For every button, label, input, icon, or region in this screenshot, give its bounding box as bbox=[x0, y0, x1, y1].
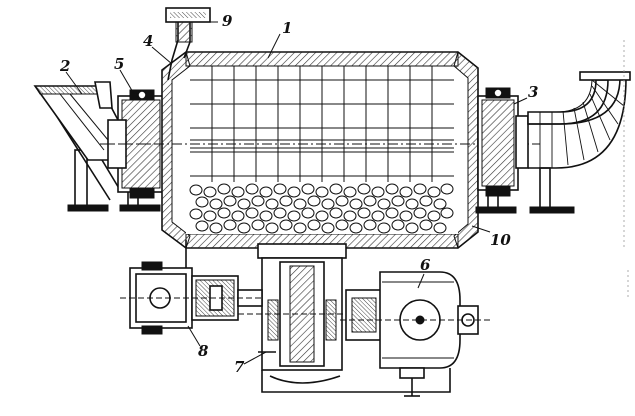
callout-1: 1 bbox=[282, 19, 292, 37]
discharge-elbow bbox=[527, 71, 631, 169]
callout-10: 10 bbox=[490, 231, 511, 249]
callout-3: 3 bbox=[528, 83, 538, 101]
mill-drum bbox=[100, 51, 540, 249]
page-margin-bleed bbox=[623, 40, 629, 300]
callout-5: 5 bbox=[114, 55, 124, 73]
feed-pipe bbox=[165, 7, 211, 81]
right-support-frame bbox=[475, 167, 575, 214]
callout-9: 9 bbox=[222, 12, 233, 30]
pinion-shaft-coupling bbox=[120, 240, 263, 335]
callout-2: 2 bbox=[59, 57, 70, 75]
liner-plates-grid bbox=[190, 66, 454, 182]
callout-8: 8 bbox=[198, 342, 209, 360]
right-trunnion-bearing bbox=[477, 87, 529, 197]
feed-hopper bbox=[33, 81, 119, 161]
callout-6: 6 bbox=[420, 256, 431, 274]
grinding-balls bbox=[186, 182, 458, 234]
drive-base-frame bbox=[258, 351, 451, 393]
callout-leaders bbox=[65, 21, 528, 365]
electric-motor bbox=[340, 271, 490, 397]
callout-7: 7 bbox=[234, 358, 245, 376]
callout-4: 4 bbox=[143, 32, 153, 50]
